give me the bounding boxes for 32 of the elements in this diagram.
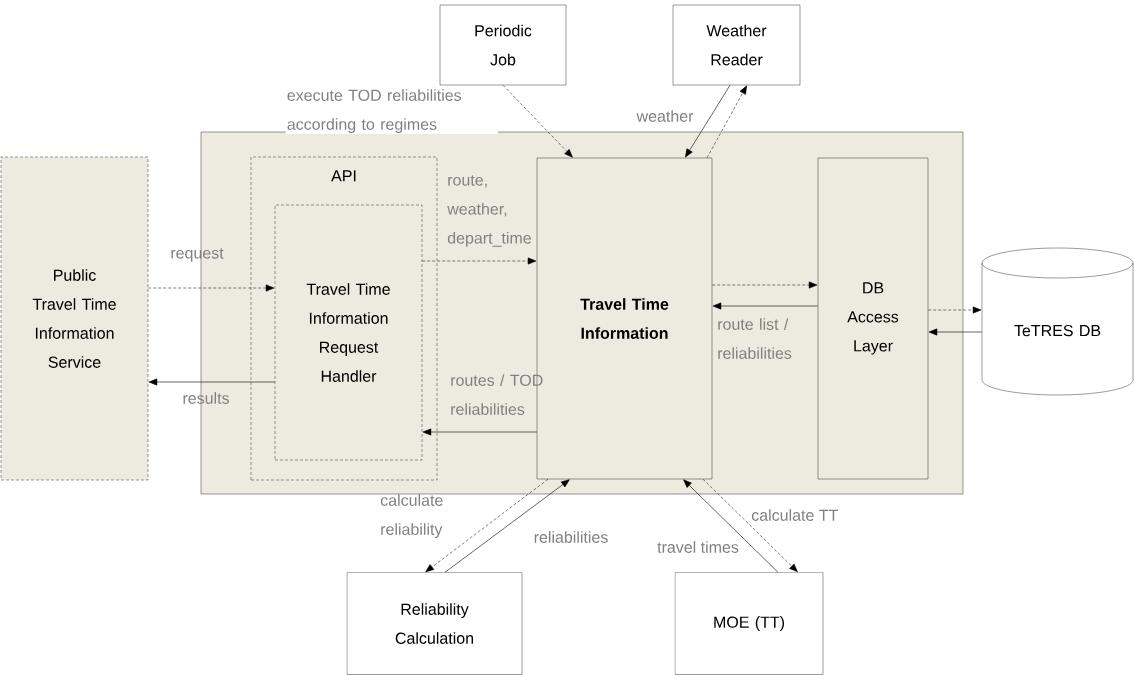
arrow [425,478,549,573]
process-box: MOE (TT) [674,572,824,675]
arrow [928,328,983,336]
service-box: Public Travel Time Information Service [0,156,149,481]
edge-label: execute TOD reliabilities according to regimes [285,88,498,135]
handler-box: Travel Time Information Request Handler [274,204,423,461]
process-box: Periodic Job [439,4,567,86]
process-box: Weather Reader [672,4,801,86]
database-cylinder: TeTRES DB [981,247,1134,396]
edge-label: route, weather, depart_time [447,175,531,247]
arrow [147,284,275,292]
arrow [706,85,747,159]
edge-label: calculate reliability [380,494,443,539]
arrow [502,84,573,158]
arrow [148,378,276,386]
arrow [711,281,818,289]
arrow [444,479,570,573]
edge-label: weather [636,110,694,122]
edge-label: route list / reliabilities [718,318,792,359]
arrow [421,257,537,265]
arrow [927,306,982,314]
process-box: Reliability Calculation [346,572,523,675]
arrow [683,479,779,573]
edge-label: travel times [657,541,739,553]
edge-label: results [183,392,229,404]
edge-label: reliabilities [534,531,608,543]
arrow [712,302,819,310]
arrow [702,478,798,573]
edge-label: calculate TT [751,509,838,521]
arrow [685,84,731,158]
component-box: DB Access Layer [817,157,929,480]
arrow [422,428,538,436]
